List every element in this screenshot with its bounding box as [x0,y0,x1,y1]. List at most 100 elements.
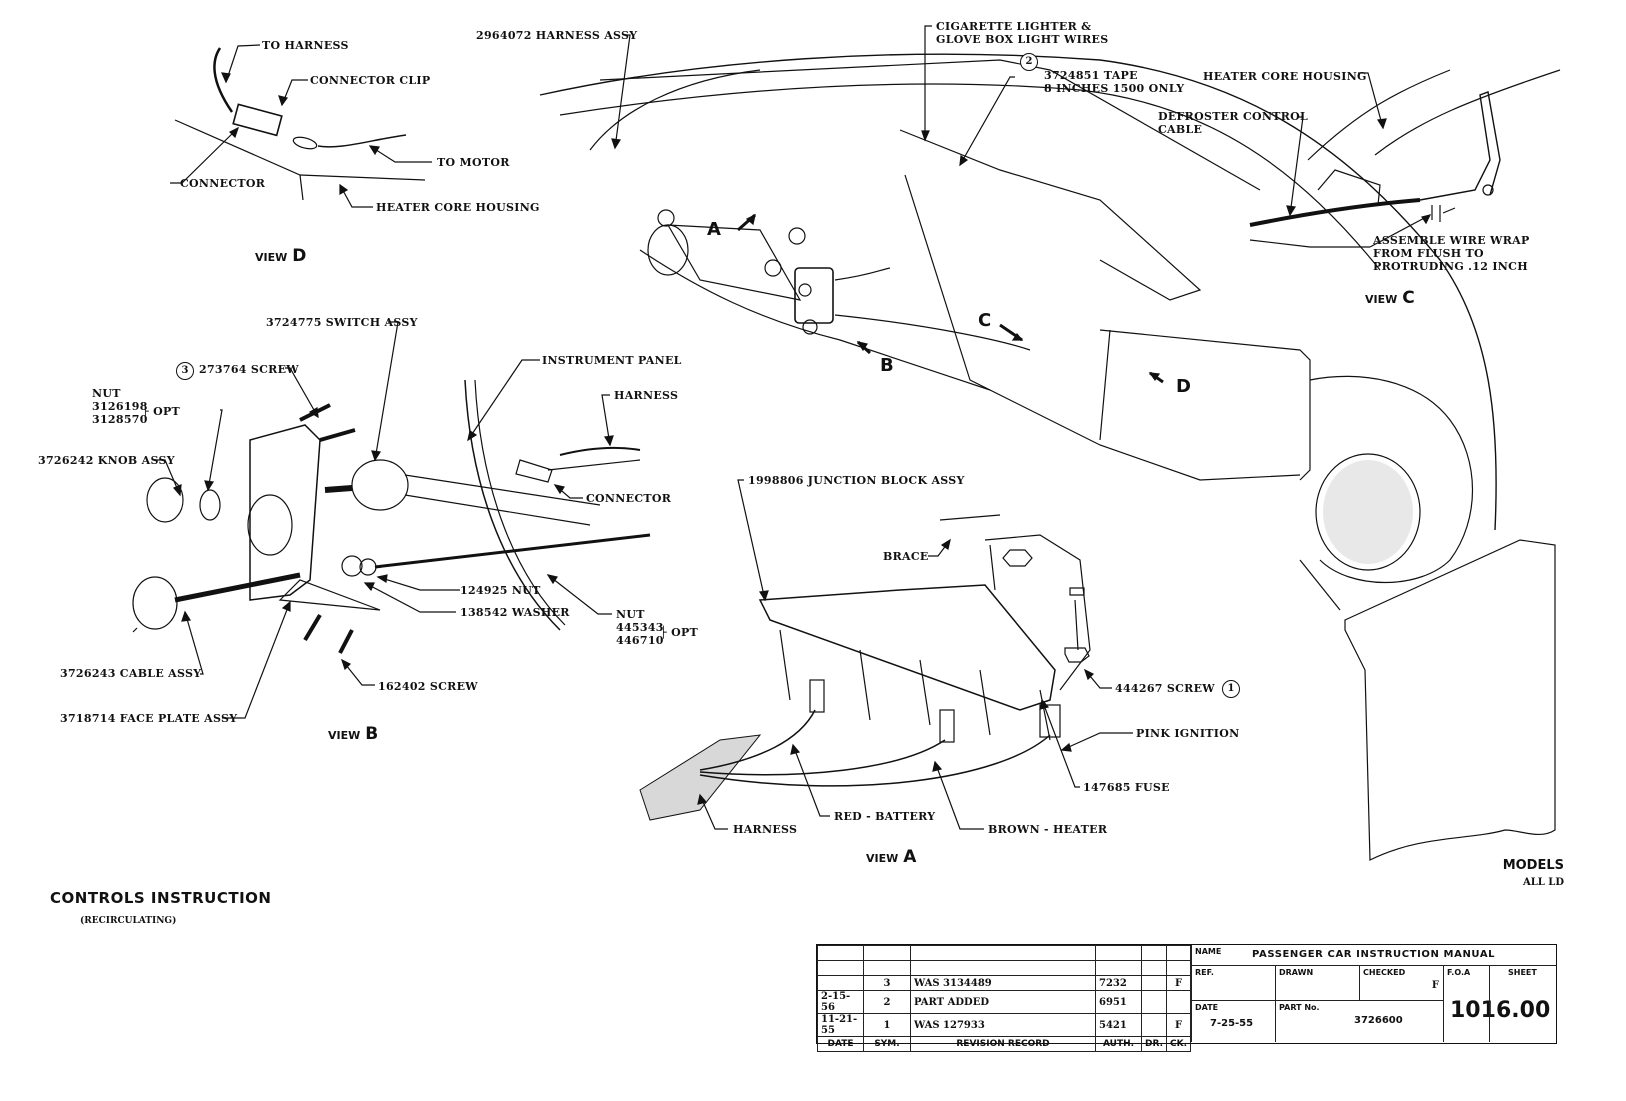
callout-circle-2: 2 [1020,53,1038,71]
checked-value: F [1431,980,1439,991]
revision-sym [863,960,911,976]
revision-auth: 5421 [1095,1013,1142,1037]
view-b-drawing [132,321,651,719]
revision-row [817,945,1191,961]
revision-ck: F [1166,1013,1191,1037]
models-value: ALL LD [1522,877,1564,888]
dash-assembly-drawing [539,25,1556,861]
label-cig-lighter-1: CIGARETTE LIGHTER & [936,20,1092,33]
view-a-drawing [639,479,1133,830]
date-cell: DATE 7-25-55 [1191,1000,1275,1042]
date-value: 7-25-55 [1210,1018,1254,1029]
view-c-drawing [1249,69,1561,248]
title-block-info: NAME PASSENGER CAR INSTRUCTION MANUAL RE… [1191,945,1557,1042]
view-word: VIEW [328,729,361,742]
revision-date [817,975,864,991]
view-letter: A [903,847,917,867]
label-screw-273764: 273764 SCREW [199,363,299,376]
marker-d: D [1176,376,1191,397]
revision-auth: 6951 [1095,990,1142,1014]
view-b-title: VIEW B [328,724,378,744]
revision-ck [1166,990,1191,1014]
revision-dr [1141,990,1167,1014]
revision-date: 11-21-55 [817,1013,864,1037]
sheet-cell: SHEET 6.00 [1489,965,1557,1042]
revision-header-row: DATE SYM. REVISION RECORD AUTH. DR. CK. [817,1036,1191,1052]
label-brown-heater: BROWN - HEATER [988,823,1108,836]
revision-record [910,945,1096,961]
label-washer: 138542 WASHER [460,606,570,619]
name-value: PASSENGER CAR INSTRUCTION MANUAL [1252,949,1496,960]
revision-row [817,960,1191,976]
label-junction-block: 1998806 JUNCTION BLOCK ASSY [748,474,965,487]
revision-record [910,960,1096,976]
revision-date [817,945,864,961]
label-defroster-1: DEFROSTER CONTROL [1158,110,1309,123]
view-word: VIEW [866,852,899,865]
models-block: MODELS ALL LD [1503,857,1564,891]
header-dr: DR. [1141,1036,1167,1052]
models-label: MODELS [1502,858,1564,873]
label-brace: BRACE [883,550,929,563]
marker-b: B [880,355,894,376]
view-word: VIEW [1365,293,1398,306]
revision-ck: F [1166,975,1191,991]
label-to-motor: TO MOTOR [437,156,510,169]
label-harness-a: HARNESS [733,823,798,836]
label-pink-ignition: PINK IGNITION [1136,727,1240,740]
sheet-label: SHEET [1508,968,1537,977]
label-face-plate: 3718714 FACE PLATE ASSY [60,712,238,725]
label-harness-b: HARNESS [614,389,679,402]
revision-record: WAS 127933 [910,1013,1096,1037]
date-label: DATE [1195,1003,1219,1012]
label-tape-1: 3724851 TAPE [1044,69,1138,82]
label-connector-b: CONNECTOR [586,492,672,505]
drawn-label: DRAWN [1279,968,1314,977]
view-word: VIEW [255,251,288,264]
revision-ck [1166,960,1191,976]
revision-auth [1095,945,1142,961]
revision-record: WAS 3134489 [910,975,1096,991]
foa-cell: F.O.A 101 [1443,965,1496,1042]
revision-auth: 7232 [1095,975,1142,991]
revision-date [817,960,864,976]
revision-dr [1141,960,1167,976]
revision-sym: 2 [863,990,911,1014]
part-cell: PART No. 3726600 [1275,1000,1443,1042]
name-cell: NAME PASSENGER CAR INSTRUCTION MANUAL [1191,945,1557,965]
document-subtitle: (RECIRCULATING) [80,916,177,926]
label-nut-124925: 124925 NUT [460,584,541,597]
revision-sym: 3 [863,975,911,991]
header-revision-record: REVISION RECORD [910,1036,1096,1052]
revision-dr [1141,975,1167,991]
header-date: DATE [817,1036,864,1052]
revision-dr [1141,1013,1167,1037]
label-wrap-2: FROM FLUSH TO [1373,247,1484,260]
sheet-value: 6.00 [1496,998,1551,1023]
part-label: PART No. [1279,1003,1320,1012]
label-cable-assy: 3726243 CABLE ASSY [60,667,202,680]
view-d-title: VIEW D [255,246,306,266]
label-knob-assy: 3726242 KNOB ASSY [38,454,175,467]
view-letter: B [365,724,379,744]
label-switch-assy: 3724775 SWITCH ASSY [266,316,418,329]
view-letter: D [292,246,307,266]
label-screw-444267: 444267 SCREW [1115,682,1215,695]
label-connector: CONNECTOR [180,177,266,190]
revision-record: PART ADDED [910,990,1096,1014]
foa-label: F.O.A [1447,968,1471,977]
ref-cell: REF. [1191,965,1275,1000]
revision-auth [1095,960,1142,976]
document-title: CONTROLS INSTRUCTION [50,889,272,907]
revision-ck [1166,945,1191,961]
callout-circle-3: 3 [176,362,194,380]
label-wrap-1: ASSEMBLE WIRE WRAP [1373,234,1530,247]
label-nut-2: 3128570 [92,413,148,426]
label-nut2-2: 446710 [616,634,664,647]
